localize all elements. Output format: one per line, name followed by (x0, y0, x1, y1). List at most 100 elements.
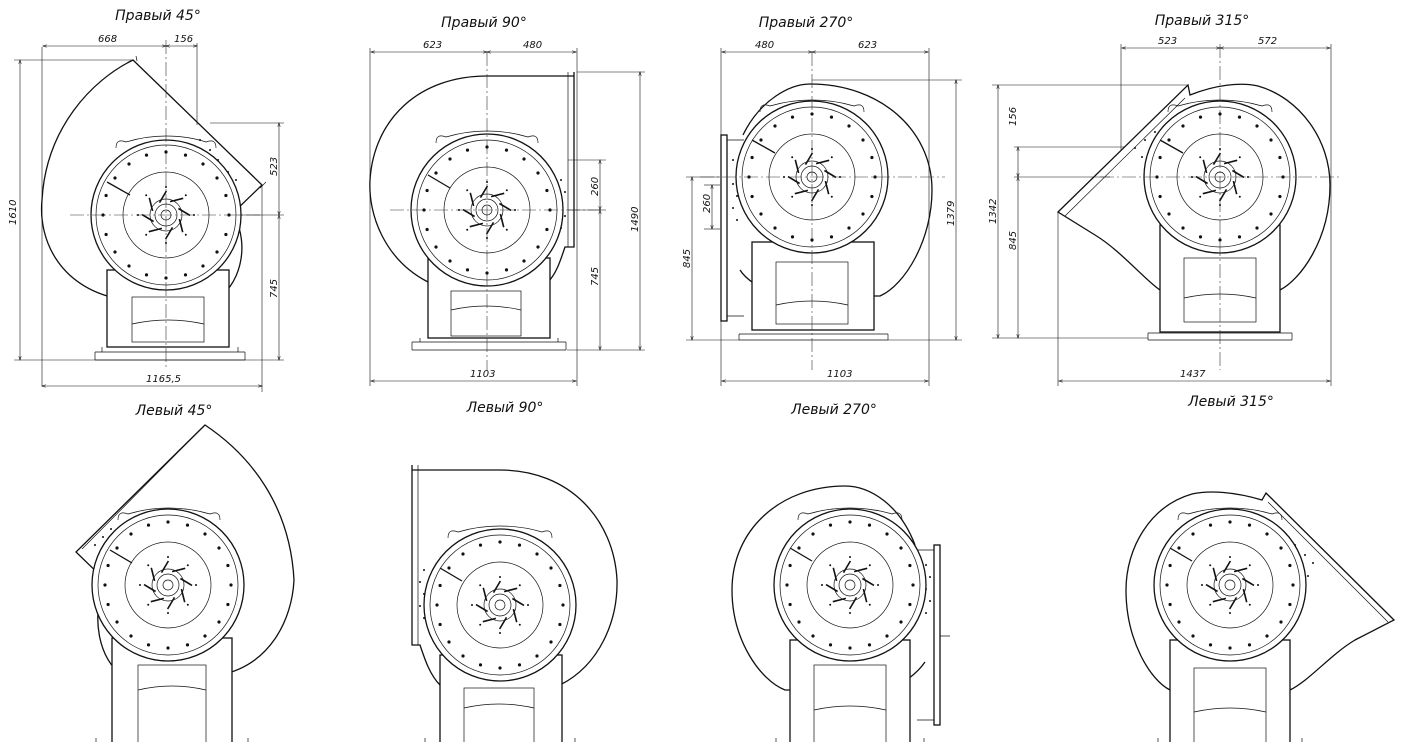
hub-bolt (821, 584, 823, 586)
bolt-hole (434, 245, 438, 249)
hub-blade (148, 227, 163, 233)
bolt-hole (438, 622, 442, 627)
bolt-hole (561, 603, 565, 607)
hub-blade (1222, 560, 1232, 574)
dim-label: 523 (269, 157, 280, 176)
dim-label: 623 (858, 40, 877, 51)
hub-bolt (1199, 195, 1202, 198)
view-title: Правый 315° (1155, 13, 1250, 29)
bolt-hole (1265, 532, 1269, 536)
hub-blade (825, 583, 839, 593)
bolt-hole (790, 115, 795, 119)
hub-blade (490, 192, 505, 198)
bolt-hole (1279, 546, 1283, 550)
bolt-hole (885, 532, 889, 536)
bolt-hole (1177, 546, 1181, 550)
bolt-hole (461, 654, 465, 658)
dim-label: 845 (682, 249, 693, 268)
hub-bolt (783, 176, 785, 178)
hub-bolt (1219, 204, 1221, 206)
hub-bolt (186, 564, 189, 567)
bolt-hole (545, 227, 549, 232)
bolt-hole (1265, 634, 1269, 638)
bolt-hole (478, 663, 483, 667)
dim-label: 668 (98, 34, 117, 45)
bolt-hole (425, 227, 429, 232)
bolt-hole (1228, 646, 1232, 650)
hub-blade (810, 188, 820, 202)
bolt-hole (1218, 238, 1222, 242)
bolt-hole (1278, 155, 1282, 160)
hub-bolt (1247, 176, 1249, 178)
bolt-hole (535, 552, 539, 556)
hub-bolt (1209, 564, 1212, 567)
bolt-hole (127, 162, 131, 166)
bolt-hole (1198, 115, 1203, 119)
hub-bolt (514, 209, 516, 211)
hub-blade (1233, 567, 1248, 573)
bolt-hole (226, 563, 230, 568)
bolt-hole (115, 620, 119, 624)
hub-bolt (811, 148, 813, 150)
bolt-hole (485, 271, 489, 275)
hub-blade (178, 218, 184, 233)
dim-label: 1490 (630, 207, 641, 232)
bolt-hole (522, 157, 526, 161)
hub-bolt (147, 603, 150, 606)
hub-bolt (195, 584, 197, 586)
dim-label: 572 (1258, 36, 1277, 47)
bolt-hole (811, 634, 815, 638)
bolt-hole (146, 523, 151, 527)
bolt-hole (759, 212, 763, 216)
hub-bolt (849, 556, 851, 558)
bolt-hole (183, 153, 188, 157)
view-pr45-dims: 668 156 1610 523 745 1165,5 (8, 34, 284, 392)
hub-bolt (1219, 148, 1221, 150)
bolt-hole (1291, 583, 1295, 587)
hub-bolt (849, 612, 851, 614)
bolt-hole (773, 124, 777, 128)
bolt-hole (517, 663, 522, 667)
bolt-hole (829, 235, 834, 239)
bolt-hole (558, 583, 562, 588)
bolt-hole (1181, 226, 1185, 230)
dim-label: 1342 (988, 199, 999, 224)
hub-blade (479, 185, 489, 199)
bolt-hole (517, 543, 522, 547)
hub-bolt (1199, 156, 1202, 159)
hub-blade (861, 577, 875, 587)
bolt-hole (106, 563, 110, 568)
bolt-hole (183, 273, 188, 277)
bolt-hole (558, 622, 562, 627)
hub-blade (1212, 152, 1222, 166)
hub-bolt (518, 584, 521, 587)
bolt-hole (1168, 563, 1172, 568)
hub-blade (794, 189, 809, 195)
hub-blade (794, 159, 800, 174)
hub-blade (1205, 583, 1219, 593)
bolt-hole (810, 112, 814, 116)
hub-bolt (466, 189, 469, 192)
bolt-hole (113, 176, 117, 180)
bolt-hole (1269, 212, 1273, 216)
hub-blade (482, 587, 488, 602)
hub-blade (469, 222, 484, 228)
dim-label: 845 (1008, 231, 1019, 250)
bolt-hole (810, 238, 814, 242)
bolt-hole (1281, 175, 1285, 179)
bolt-hole (129, 634, 133, 638)
hub-blade (1218, 188, 1228, 202)
bolt-hole (785, 583, 789, 587)
hub-bolt (527, 604, 529, 606)
hub-blade (143, 583, 157, 593)
dim-label: 623 (423, 40, 442, 51)
bolt-hole (1181, 124, 1185, 128)
bolt-hole (144, 153, 149, 157)
bolt-hole (548, 208, 552, 212)
bolt-hole (829, 115, 834, 119)
hub-bolt (829, 603, 832, 606)
bolt-hole (478, 543, 483, 547)
hub-blade (832, 567, 838, 582)
bolt-hole (113, 250, 117, 254)
